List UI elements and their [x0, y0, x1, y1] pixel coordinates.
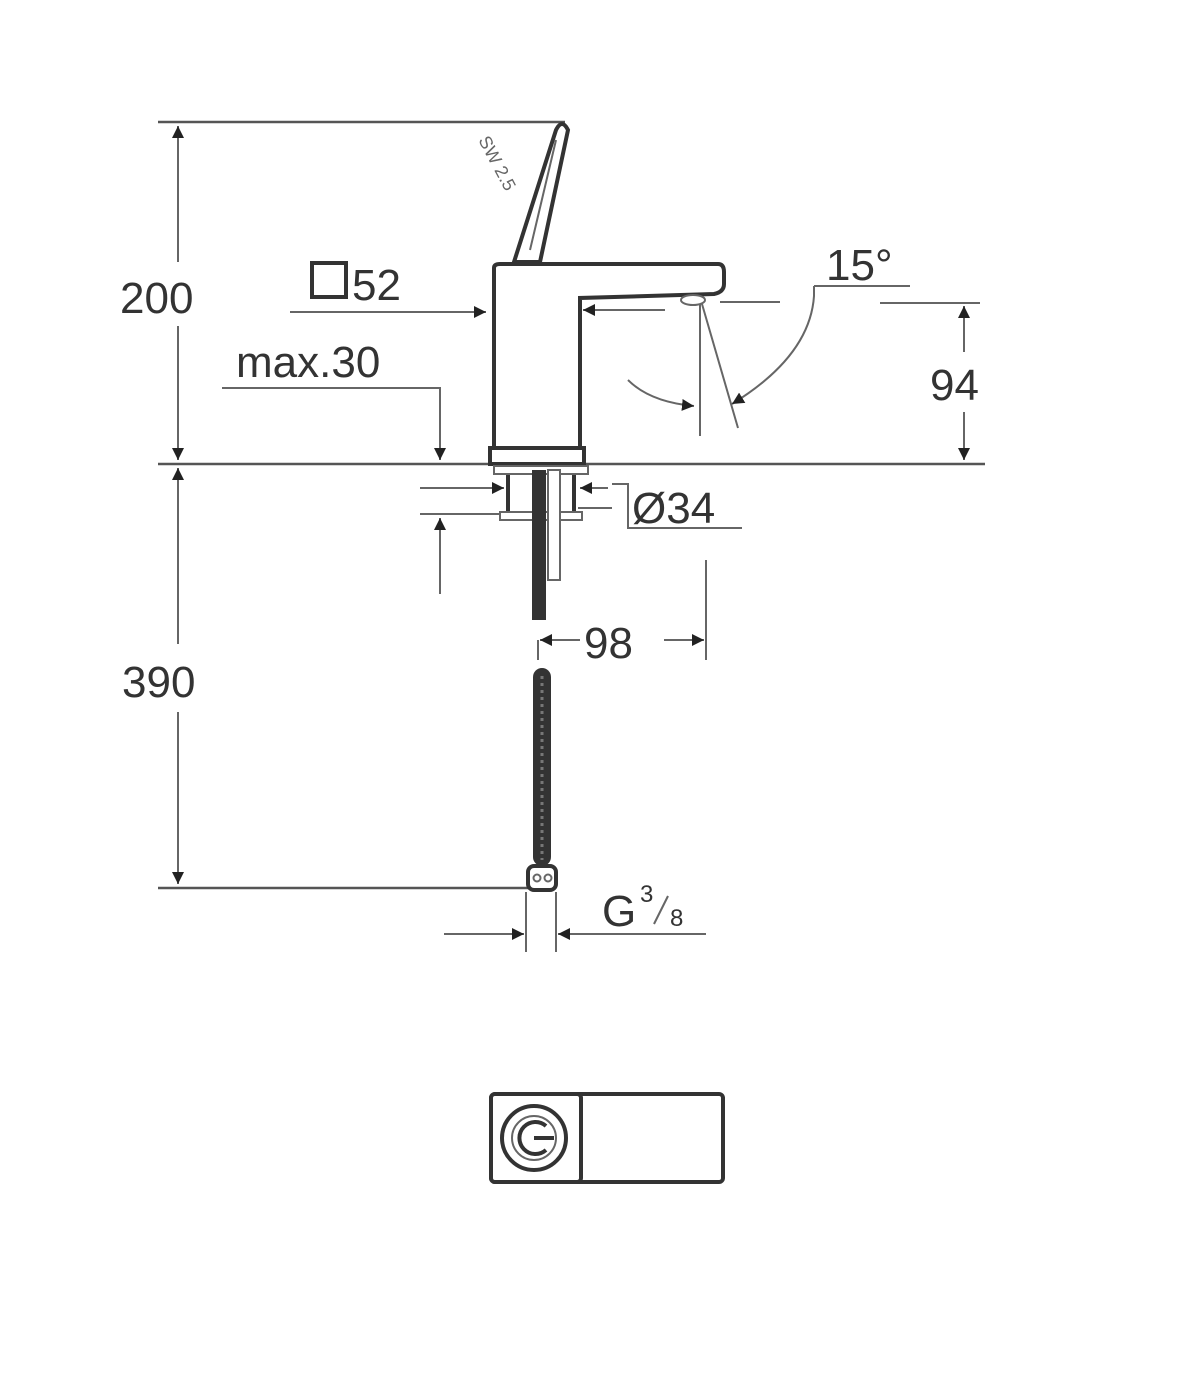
spout-angle-label: 15°: [826, 241, 893, 290]
side-elevation-view: 200 390 52 max.30 SW 2.5: [120, 120, 985, 952]
base-plate: [488, 446, 586, 466]
flexible-hose: [526, 668, 558, 892]
hex-key-label: SW 2.5: [474, 132, 519, 194]
thread-numerator-label: 3: [640, 881, 653, 908]
dimension-390: 390: [122, 468, 195, 884]
square-symbol-icon: [310, 261, 348, 299]
dimension-98: 98: [537, 560, 707, 668]
spout-angle-15: 15°: [627, 241, 910, 436]
faucet-body: [488, 262, 780, 466]
thread-denominator-label: 8: [670, 905, 683, 932]
mounting-assembly: Ø34: [468, 465, 742, 620]
hose-connector: [526, 864, 558, 892]
top-plan-view: [489, 1092, 725, 1184]
lever-handle: SW 2.5: [474, 122, 571, 264]
dimension-390-label: 390: [122, 658, 195, 707]
dimension-diameter-34-label: Ø34: [632, 484, 715, 533]
dimension-94-label: 94: [930, 361, 979, 410]
dimension-94: 94: [880, 302, 980, 460]
dimension-max-30: max.30: [222, 338, 500, 594]
dimension-200-label: 200: [120, 274, 193, 323]
brand-logo-icon: [517, 1120, 548, 1156]
dimension-98-label: 98: [584, 619, 633, 668]
thread-g-label: G: [602, 887, 636, 936]
dimension-200: 200: [120, 126, 193, 460]
dimension-52-label: 52: [352, 261, 401, 310]
threaded-rod: [532, 470, 546, 620]
dimension-square-52: 52: [290, 261, 486, 318]
dimension-max30-label: max.30: [236, 338, 380, 387]
aerator: [680, 294, 706, 306]
dimension-g-3-8: G 3 8: [444, 881, 706, 952]
